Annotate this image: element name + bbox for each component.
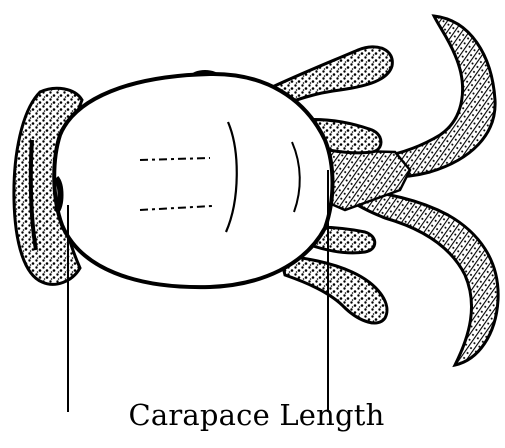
carapace-length-caption: Carapace Length [0,398,505,432]
lower-short-leg [280,255,387,323]
lower-curved-leg [350,190,498,365]
carapace [54,74,332,287]
